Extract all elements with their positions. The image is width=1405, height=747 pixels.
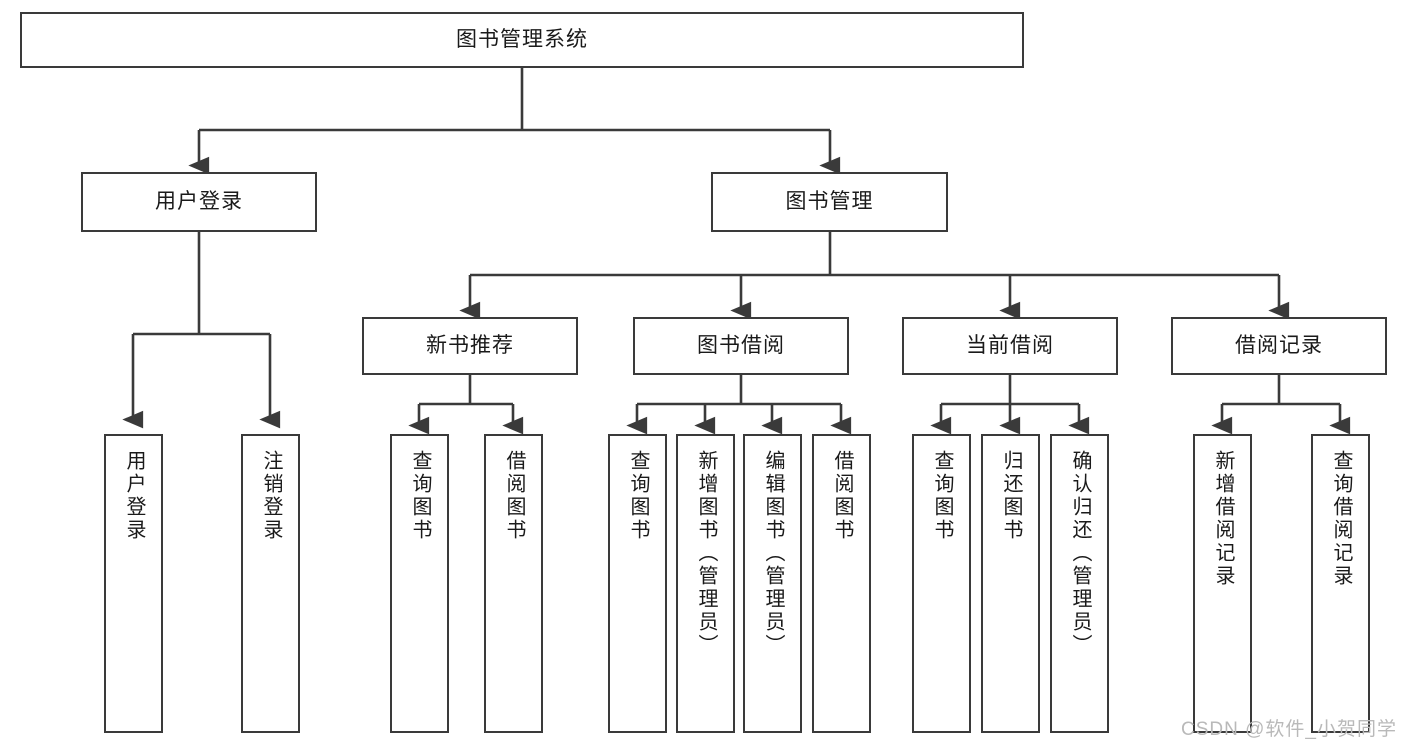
leaf-confirm-return-admin[interactable]: 确认归还（管理员） [1050,434,1109,733]
leaf-borrow-book-recommend[interactable]: 借阅图书 [484,434,543,733]
node-label: 用户登录 [155,189,243,213]
node-label: 借阅记录 [1235,333,1323,357]
leaf-user-login[interactable]: 用户登录 [104,434,163,733]
node-book-borrow[interactable]: 图书借阅 [633,317,849,375]
node-label: 查询借阅记录 [1330,450,1352,588]
node-label: 图书管理 [785,189,874,213]
node-label: 新增图书（管理员） [695,450,717,657]
node-label: 查询图书 [409,450,431,542]
leaf-add-book-admin[interactable]: 新增图书（管理员） [676,434,735,733]
node-user-login[interactable]: 用户登录 [81,172,317,232]
node-label: 当前借阅 [966,333,1054,357]
node-book-management[interactable]: 图书管理 [711,172,948,232]
watermark: CSDN @软件_小贺同学 [1181,719,1397,740]
leaf-query-book-recommend[interactable]: 查询图书 [390,434,449,733]
node-label: 借阅图书 [831,450,853,542]
leaf-add-borrow-record[interactable]: 新增借阅记录 [1193,434,1252,733]
node-label: 用户登录 [123,450,145,542]
node-new-book-recommend[interactable]: 新书推荐 [362,317,578,375]
node-label: 新书推荐 [426,333,514,357]
leaf-logout[interactable]: 注销登录 [241,434,300,733]
node-label: 归还图书 [1000,450,1022,542]
leaf-return-book[interactable]: 归还图书 [981,434,1040,733]
node-label: 查询图书 [931,450,953,542]
leaf-query-book-current[interactable]: 查询图书 [912,434,971,733]
leaf-query-borrow-record[interactable]: 查询借阅记录 [1311,434,1370,733]
node-current-borrow[interactable]: 当前借阅 [902,317,1118,375]
leaf-edit-book-admin[interactable]: 编辑图书（管理员） [743,434,802,733]
node-label: 图书借阅 [697,333,785,357]
node-borrow-record[interactable]: 借阅记录 [1171,317,1387,375]
leaf-borrow-book[interactable]: 借阅图书 [812,434,871,733]
node-label: 编辑图书（管理员） [762,450,784,657]
node-label: 图书管理系统 [456,27,588,51]
node-root-system[interactable]: 图书管理系统 [20,12,1024,68]
node-label: 查询图书 [627,450,649,542]
node-label: 新增借阅记录 [1212,450,1234,588]
leaf-query-book-borrow[interactable]: 查询图书 [608,434,667,733]
node-label: 借阅图书 [503,450,525,542]
node-label: 确认归还（管理员） [1069,450,1091,657]
node-label: 注销登录 [260,450,282,542]
